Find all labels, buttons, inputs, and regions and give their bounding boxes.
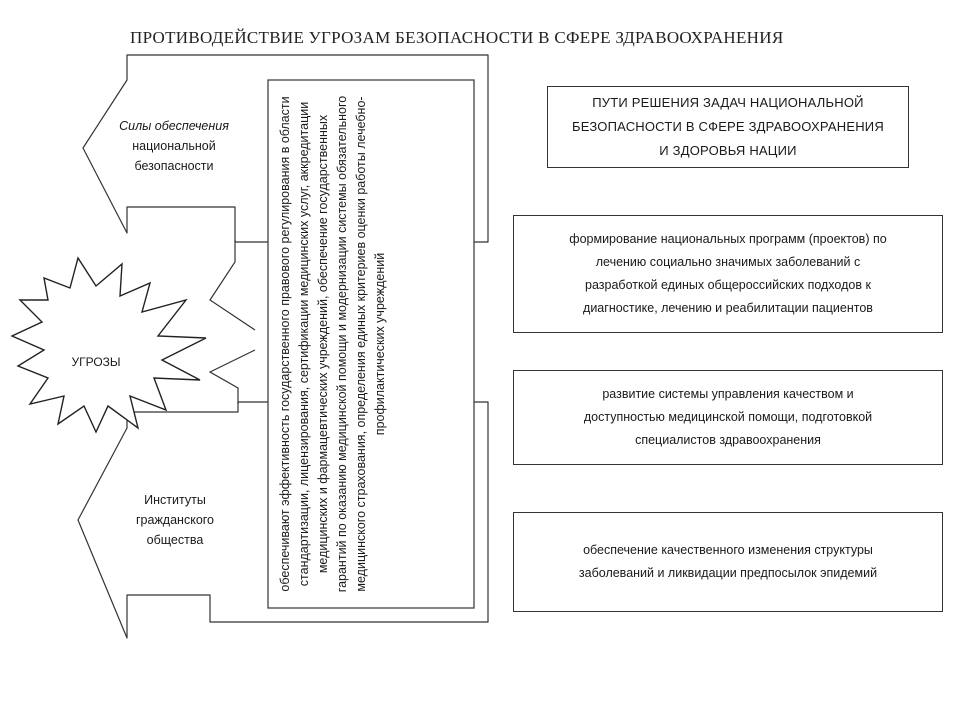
lower-bracket [208,349,256,404]
solution-box-epidemics: обеспечение качественного изменения стру… [513,512,943,612]
threats-label: УГРОЗЫ [71,355,121,369]
upper-bracket [209,240,256,331]
threats-starburst [10,256,207,434]
vertical-text-block: обеспечивают эффективность государственн… [270,84,472,604]
forces-label: Силы обеспечения национальной безопаснос… [119,119,229,173]
diagram-title: ПРОТИВОДЕЙСТВИЕ УГРОЗАМ БЕЗОПАСНОСТИ В С… [130,28,784,47]
vertical-text: обеспечивают эффективность государственн… [278,95,387,593]
solutions-heading-box: ПУТИ РЕШЕНИЯ ЗАДАЧ НАЦИОНАЛЬНОЙ БЕЗОПАСН… [547,86,909,168]
civil-society-label: Институты гражданского общества [135,493,215,547]
solution-box-programs: формирование национальных программ (прое… [513,215,943,333]
vertical-text-frame [267,79,475,609]
solution-box-quality: развитие системы управления качеством и … [513,370,943,465]
